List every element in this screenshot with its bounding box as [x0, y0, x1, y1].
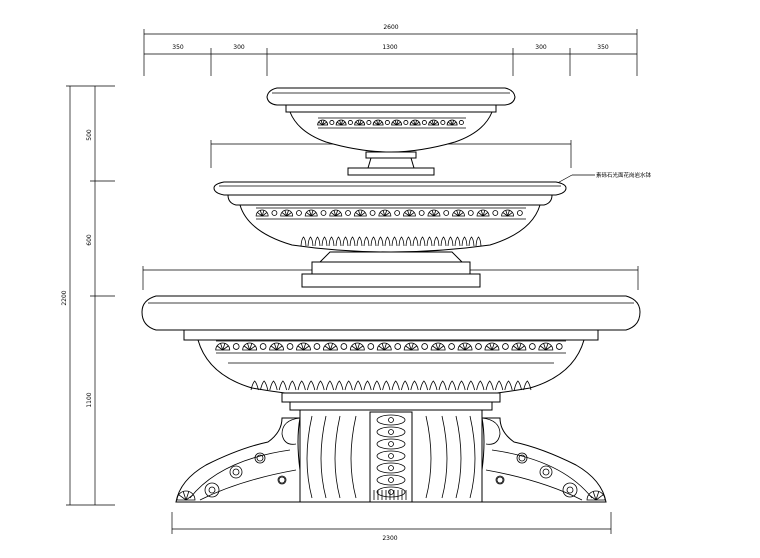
- top-bowl: [266, 87, 516, 176]
- top-dimension-chain: 2600 350 300 1300 300 350: [143, 24, 638, 76]
- top-bowl-band: [317, 117, 466, 129]
- central-ornament: [373, 414, 407, 500]
- dim-seg-4: 300: [535, 44, 547, 51]
- dim-seg-1: 350: [172, 44, 184, 51]
- middle-bowl-band: [255, 207, 526, 220]
- left-dimension-chain: 2200 500 600 1100: [61, 85, 115, 506]
- dim-seg-5: 350: [597, 44, 609, 51]
- pedestal: [175, 409, 607, 503]
- dim-left-seg-2: 600: [86, 234, 93, 246]
- callout-text: 素砾石光面花岗岩水钵: [596, 171, 652, 179]
- middle-bowl-leaf-row: [300, 236, 482, 247]
- left-wing-ornament: [176, 449, 297, 501]
- dim-total-width: 2600: [383, 24, 398, 31]
- dim-seg-2: 300: [233, 44, 245, 51]
- middle-bowl: [213, 181, 567, 288]
- dim-left-total: 2200: [61, 290, 68, 305]
- lower-bowl-leaf-row: [250, 380, 532, 391]
- dim-seg-3: 1300: [382, 44, 397, 51]
- base-dimension: 2300: [171, 512, 612, 542]
- lower-bowl: [141, 295, 641, 411]
- material-callout: 素砾石光面花岗岩水钵: [551, 171, 652, 187]
- dim-base-width: 2300: [382, 535, 397, 542]
- dim-left-seg-3: 1100: [86, 392, 93, 407]
- lower-bowl-band: [215, 340, 566, 354]
- right-wing-ornament: [485, 449, 606, 501]
- dim-left-seg-1: 500: [86, 129, 93, 141]
- pedestal-flutes: [306, 415, 476, 499]
